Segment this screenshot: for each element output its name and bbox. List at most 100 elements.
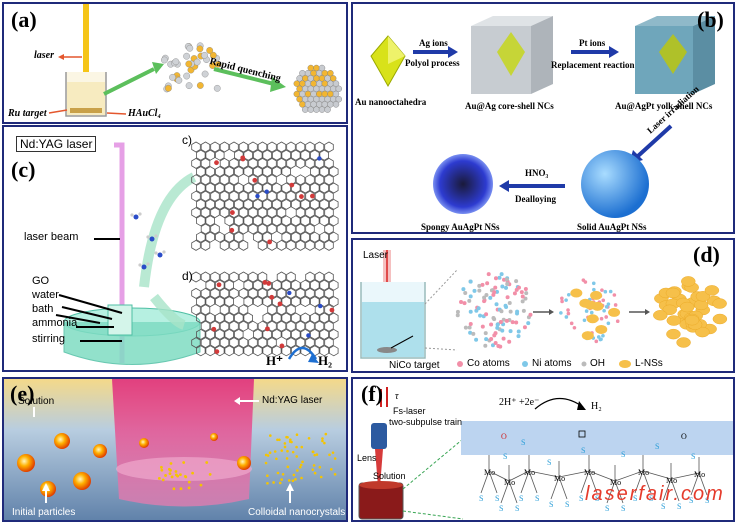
graphene-ring: [286, 271, 296, 283]
panel-e-label: (e): [10, 381, 35, 406]
zoom-f-top: [402, 438, 464, 490]
atom: [596, 335, 601, 339]
graphene-ring: [267, 157, 277, 169]
graphene-ring: [324, 207, 334, 219]
laser-label: laser: [34, 50, 54, 61]
atom: [468, 330, 473, 335]
ammonia-h: [138, 263, 142, 267]
graphene-ring: [238, 304, 249, 316]
nanocrystal: [160, 468, 164, 472]
vacancy-mark: [578, 430, 586, 438]
graphene-ring: [248, 174, 258, 186]
atom: [601, 333, 605, 338]
graphene-ring: [205, 166, 216, 178]
bond: [508, 470, 530, 482]
nanosheet: [662, 304, 677, 316]
colloidal-arrow-head: [286, 483, 294, 491]
graphene-ring: [191, 141, 201, 153]
graphene-ring: [276, 157, 287, 169]
atom: [492, 290, 497, 295]
graphene-ring: [276, 190, 287, 202]
nanocrystal: [170, 475, 174, 479]
transfer-arrow-head: [152, 62, 164, 74]
zoom-line-top: [424, 269, 458, 305]
graphene-ring: [238, 157, 249, 169]
atom: [604, 305, 609, 309]
graphene-ring: [314, 304, 325, 316]
atom: [508, 309, 513, 314]
graphene-ring: [229, 157, 239, 169]
legend-lnss-mark: [619, 360, 631, 368]
graphene-ring: [243, 182, 254, 194]
cluster-atom: [330, 75, 337, 82]
water-label: water: [32, 289, 59, 301]
nanocrystal: [286, 435, 289, 439]
nanocrystal: [174, 473, 178, 477]
graphene-ring: [210, 190, 220, 202]
s-atom: S: [521, 438, 525, 447]
graphene-ring: [324, 304, 334, 316]
graphene-ring: [295, 141, 306, 153]
graphene-ring: [281, 166, 292, 178]
graphene-ring: [281, 149, 292, 161]
s-atom: S: [605, 504, 609, 513]
graphene-ring: [286, 157, 296, 169]
panel-d-drawing: [360, 250, 728, 368]
legend-oh-mark: [581, 361, 587, 367]
atom: [514, 279, 519, 284]
graphene-ring: [200, 320, 211, 332]
cluster-atom: [335, 85, 342, 93]
atom: [501, 336, 506, 341]
graphene-ring: [286, 190, 296, 202]
s-atom: S: [503, 452, 507, 461]
nanocrystal: [330, 468, 333, 471]
scatter-particle: [183, 72, 191, 80]
h2-loop: [287, 346, 318, 360]
graphene-sheet-c: [191, 141, 339, 251]
nd-yag-label: Nd:YAG laser: [16, 136, 97, 152]
panel-c: (c) Nd:YAG laser laser beam GO water bat…: [2, 125, 348, 372]
graphene-ring: [290, 312, 301, 324]
graphene-ring: [271, 215, 282, 227]
initial-arrow-head: [42, 483, 50, 491]
nanocrystal: [280, 478, 283, 481]
stirring-label: stirring: [32, 333, 66, 345]
ammonia-n: [157, 252, 163, 258]
graphene-ring: [314, 174, 325, 186]
graphene-ring: [224, 345, 235, 357]
atom: [499, 309, 504, 314]
graphene-ring: [290, 328, 301, 340]
graphene-ring: [281, 312, 292, 324]
graphene-ring: [195, 345, 206, 357]
atom: [520, 294, 525, 299]
graphene-ring: [252, 296, 263, 308]
cluster-atom: [335, 95, 342, 103]
atom: [560, 296, 564, 301]
particle: [73, 472, 91, 490]
oxygen-atom: [329, 307, 335, 313]
graphene-ring: [305, 287, 315, 299]
graphene-ring: [319, 215, 330, 227]
graphene-ring: [328, 345, 339, 357]
graphene-ring: [219, 141, 230, 153]
fs-beam: [375, 449, 383, 487]
graphene-ring: [205, 149, 216, 161]
atom: [477, 283, 482, 288]
sub-c-label: c): [182, 133, 192, 147]
l-nss-label: L-NSs: [635, 358, 663, 369]
graphene-ring: [295, 157, 306, 169]
graphene-ring: [210, 207, 220, 219]
graphene-ring: [191, 207, 201, 219]
scatter-particle: [185, 82, 193, 90]
atom: [474, 308, 479, 313]
graphene-ring: [324, 157, 334, 169]
go-label: GO: [32, 275, 50, 287]
ru-target-label: Ru target: [8, 108, 47, 119]
floating-molecules: [130, 212, 166, 270]
atom: [508, 329, 513, 334]
graphene-ring: [224, 328, 235, 340]
nanosheet-nucleus: [595, 324, 608, 334]
graphene-ring: [276, 304, 287, 316]
cluster-atom: [313, 106, 320, 113]
graphene-ring: [290, 149, 301, 161]
